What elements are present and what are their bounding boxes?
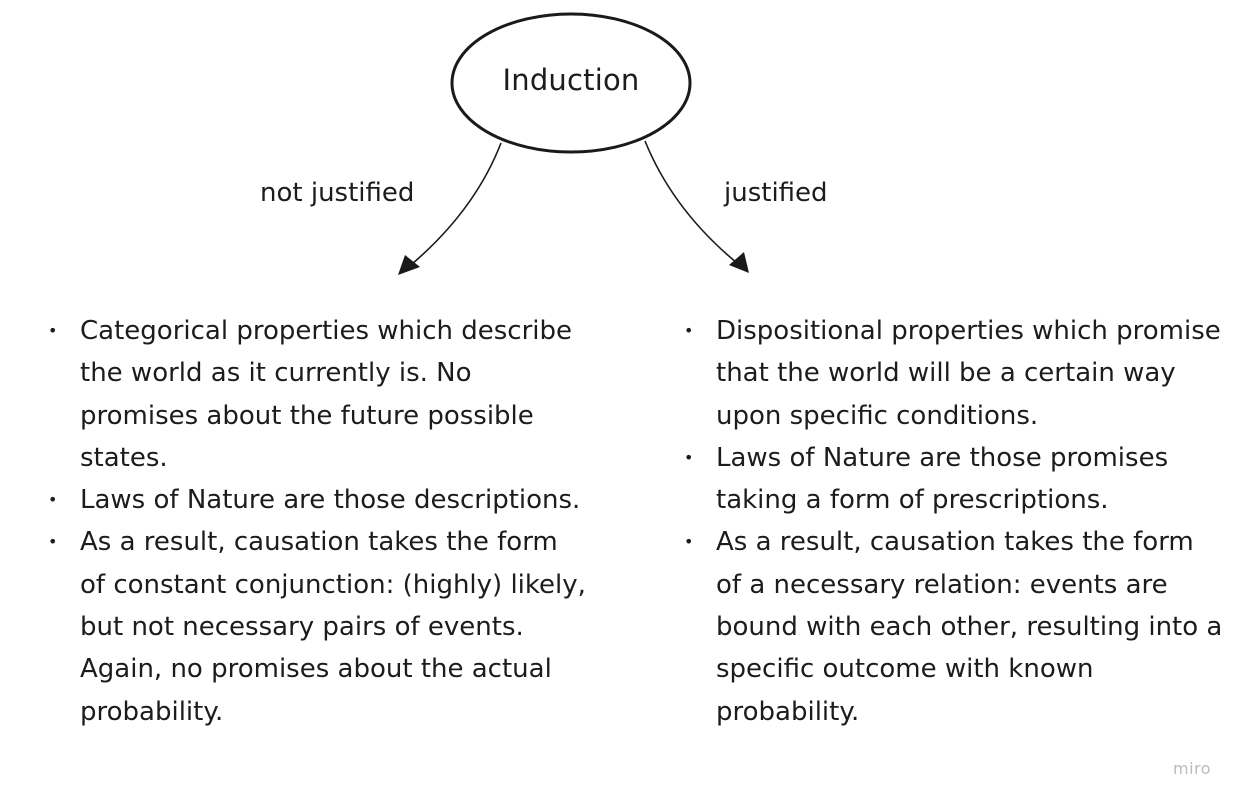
list-item: • Dispositional properties which promise… xyxy=(684,310,1224,437)
list-item: • Categorical properties which describe … xyxy=(48,310,588,479)
bullet-marker: • xyxy=(48,490,58,510)
list-item: • Laws of Nature are those descriptions. xyxy=(48,479,588,521)
list-item-text: As a result, causation takes the form of… xyxy=(716,527,1223,727)
list-item-text: As a result, causation takes the form of… xyxy=(80,527,586,727)
bullet-marker: • xyxy=(48,321,58,340)
induction-node-ellipse xyxy=(450,12,692,154)
bullet-marker: • xyxy=(684,532,694,552)
list-item: • As a result, causation takes the form … xyxy=(684,521,1224,732)
bullet-marker: • xyxy=(684,321,694,340)
induction-node-label: Induction xyxy=(502,63,640,97)
bullet-marker: • xyxy=(48,532,58,552)
list-item: • As a result, causation takes the form … xyxy=(48,521,588,732)
edge-label-justified: justified xyxy=(724,178,828,208)
justified-bullet-list: • Dispositional properties which promise… xyxy=(684,310,1224,733)
not-justified-arrowhead xyxy=(398,255,420,275)
list-item-text: Laws of Nature are those descriptions. xyxy=(80,485,581,516)
miro-watermark: miro xyxy=(1173,759,1212,778)
list-item-text: Categorical properties which describe th… xyxy=(80,316,573,473)
list-item-text: Dispositional properties which promise t… xyxy=(716,316,1221,431)
list-item: • Laws of Nature are those promises taki… xyxy=(684,437,1224,522)
edge-label-not-justified: not justified xyxy=(260,178,415,208)
not-justified-bullet-list: • Categorical properties which describe … xyxy=(48,310,588,733)
bullet-marker: • xyxy=(684,447,694,467)
list-item-text: Laws of Nature are those promises taking… xyxy=(716,442,1169,516)
not-justified-arrow xyxy=(411,142,502,265)
justified-arrowhead xyxy=(729,252,749,273)
justified-arrow xyxy=(644,140,738,264)
